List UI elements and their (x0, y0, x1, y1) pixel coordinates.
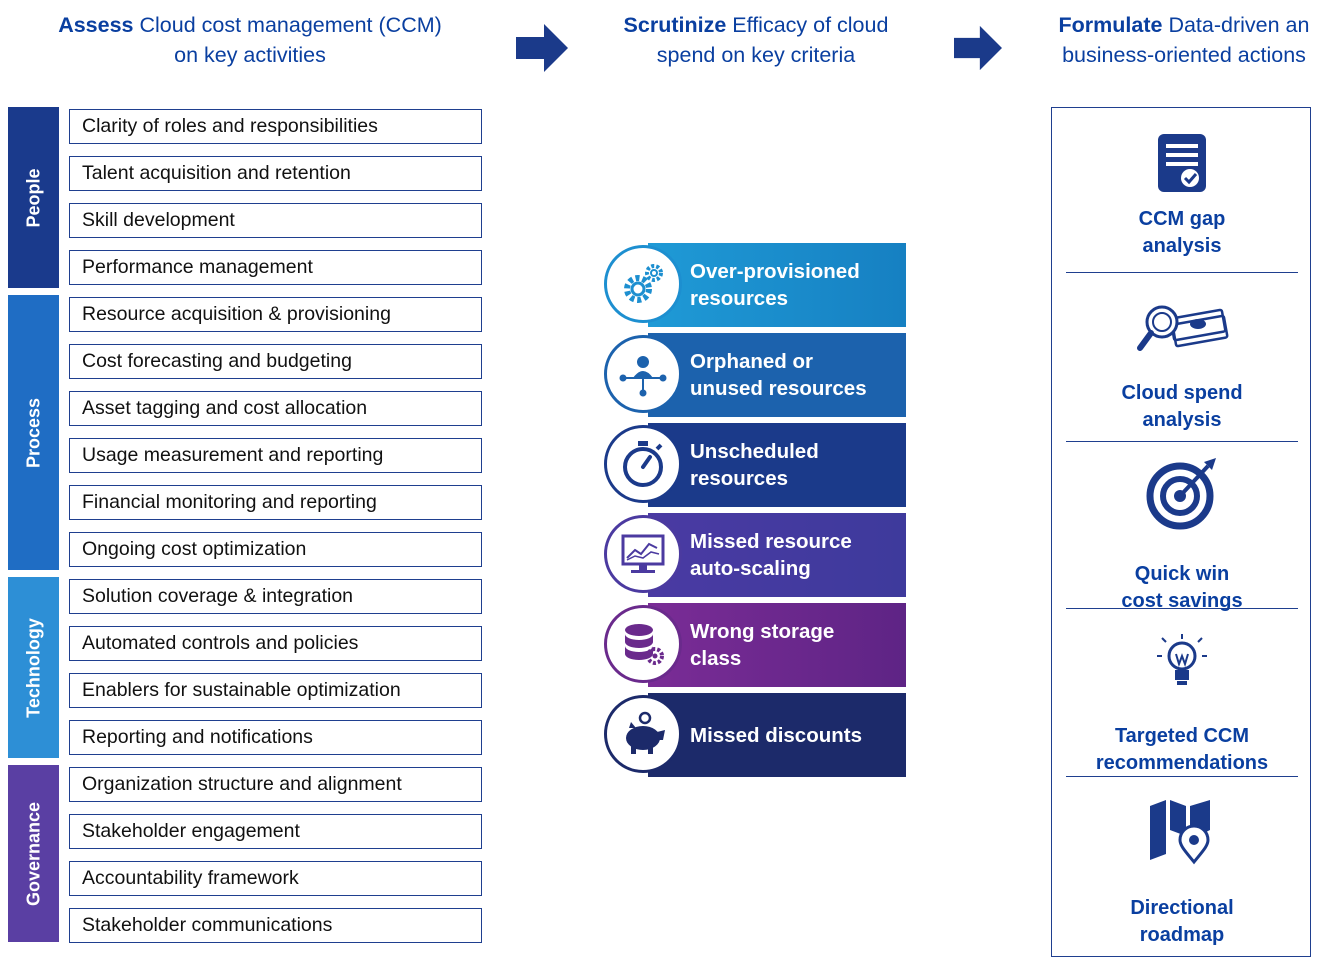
activity-item: Asset tagging and cost allocation (69, 391, 482, 426)
category-people: People (8, 107, 59, 288)
header-scrutinize: Scrutinize Efficacy of cloud spend on ke… (580, 10, 932, 70)
activity-item: Solution coverage & integration (69, 579, 482, 614)
activity-item: Skill development (69, 203, 482, 238)
activity-item: Stakeholder engagement (69, 814, 482, 849)
output-label: Targeted CCM recommendations (1095, 725, 1269, 774)
stopwatch-icon (604, 425, 682, 503)
magnifier-money-icon (1137, 305, 1229, 351)
activity-item: Usage measurement and reporting (69, 438, 482, 473)
criterion-label: Over-provisioned resources (690, 260, 860, 310)
activity-item: Stakeholder communications (69, 908, 482, 943)
criterion-label: Unscheduled resources (690, 440, 819, 490)
header-scrutinize-line2: spend on key criteria (656, 43, 856, 67)
criterion-over-provisioned: Over-provisioned resources (604, 243, 906, 327)
category-technology: Technology (8, 577, 59, 758)
activity-item: Organization structure and alignment (69, 767, 482, 802)
activity-item: Performance management (69, 250, 482, 285)
checklist-icon (1158, 134, 1206, 192)
arrow-right-icon (516, 24, 568, 72)
activity-item: Accountability framework (69, 861, 482, 896)
lightbulb-icon (1157, 634, 1207, 685)
gears-icon (604, 245, 682, 323)
category-label: Process (23, 397, 43, 468)
criterion-orphaned: Orphaned or unused resources (604, 333, 906, 417)
activity-item: Ongoing cost optimization (69, 532, 482, 567)
category-label: Governance (23, 801, 43, 906)
divider (1066, 776, 1298, 777)
target-icon (1146, 458, 1216, 530)
header-assess-bold: Assess (58, 13, 134, 37)
category-label: Technology (23, 617, 43, 718)
divider (1066, 608, 1298, 609)
header-assess-line2: on key activities (174, 43, 326, 67)
output-label: Cloud spend analysis (1121, 382, 1243, 431)
criterion-band (648, 513, 906, 597)
output-label: CCM gap analysis (1138, 208, 1226, 257)
database-gear-icon (604, 605, 682, 683)
criterion-label: Missed discounts (690, 723, 863, 747)
activity-item: Financial monitoring and reporting (69, 485, 482, 520)
header-formulate: Formulate Data-driven an business-orient… (1024, 10, 1344, 70)
activity-item: Talent acquisition and retention (69, 156, 482, 191)
header-scrutinize-text: Efficacy of cloud (726, 13, 889, 37)
activity-item: Resource acquisition & provisioning (69, 297, 482, 332)
criterion-label: Wrong storage class (690, 620, 835, 670)
header-formulate-line2: business-oriented actions (1062, 43, 1306, 67)
criterion-band (648, 423, 906, 507)
header-formulate-text: Data-driven an (1162, 13, 1310, 37)
activity-item: Reporting and notifications (69, 720, 482, 755)
output-label: Directional roadmap (1130, 897, 1234, 946)
criterion-band (648, 333, 906, 417)
category-governance: Governance (8, 765, 59, 942)
criterion-discounts: Missed discounts (604, 693, 906, 777)
output-label: Quick win cost savings (1121, 563, 1243, 612)
criterion-band (648, 243, 906, 327)
criterion-band (648, 693, 906, 777)
criterion-storage-class: Wrong storage class (604, 603, 906, 687)
divider (1066, 272, 1298, 273)
header-formulate-bold: Formulate (1058, 13, 1163, 37)
activity-item: Clarity of roles and responsibilities (69, 109, 482, 144)
header-scrutinize-bold: Scrutinize (623, 13, 727, 37)
arrow-right-icon (954, 25, 1002, 71)
activity-item: Cost forecasting and budgeting (69, 344, 482, 379)
activity-item: Enablers for sustainable optimization (69, 673, 482, 708)
category-process: Process (8, 295, 59, 570)
header-assess: Assess Cloud cost management (CCM) on ke… (10, 10, 490, 70)
category-label: People (23, 167, 43, 228)
divider (1066, 441, 1298, 442)
criterion-auto-scaling: Missed resource auto-scaling (604, 513, 906, 597)
activity-item: Automated controls and policies (69, 626, 482, 661)
criterion-band (648, 603, 906, 687)
piggy-bank-icon (604, 695, 682, 773)
map-pin-icon (1150, 800, 1210, 865)
criterion-label: Orphaned or unused resources (690, 350, 867, 400)
criterion-unscheduled: Unscheduled resources (604, 423, 906, 507)
criterion-label: Missed resource auto-scaling (690, 530, 852, 580)
header-assess-text: Cloud cost management (CCM) (133, 13, 442, 37)
monitor-chart-icon (604, 515, 682, 593)
network-person-icon (604, 335, 682, 413)
